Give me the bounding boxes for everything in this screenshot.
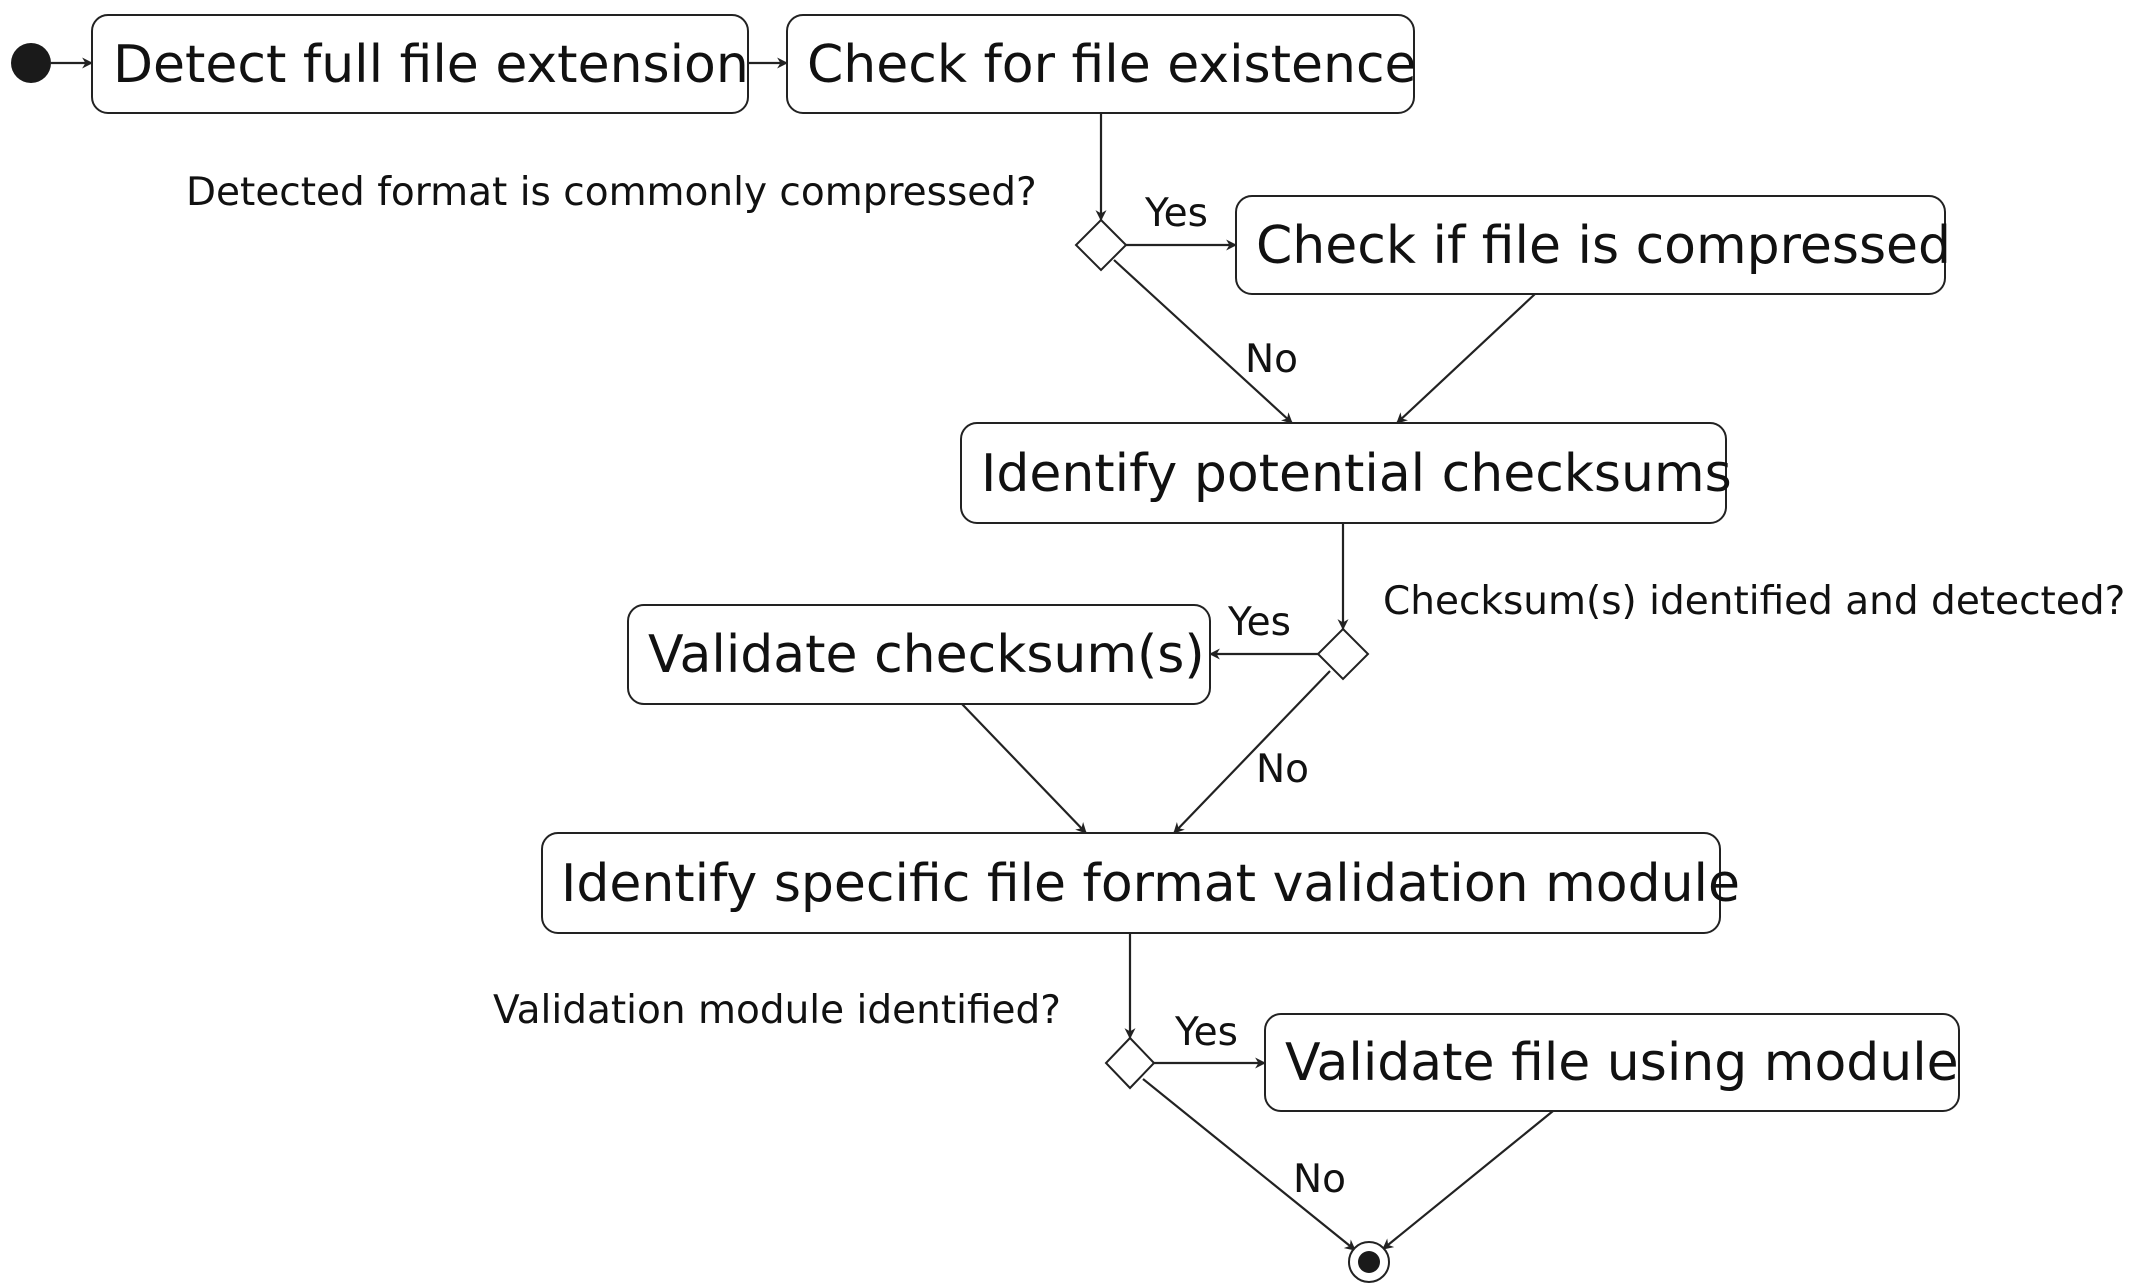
activity-identify-module-label: Identify specific file format validation… xyxy=(561,854,1740,914)
decision-module-question: Validation module identified? xyxy=(493,988,1061,1033)
edge-decision2-no xyxy=(1173,670,1331,834)
activity-identify-checksums: Identify potential checksums xyxy=(960,422,1732,524)
edge-label-compressed-yes: Yes xyxy=(1144,191,1208,236)
activity-check-compressed-label: Check if file is compressed xyxy=(1256,216,1951,276)
edge-label-checksum-no: No xyxy=(1256,747,1309,792)
edge-compressed-to-checksums xyxy=(1396,293,1536,424)
edge-label-module-yes: Yes xyxy=(1174,1010,1238,1055)
activity-check-existence-label: Check for file existence xyxy=(807,35,1417,95)
edge-label-compressed-no: No xyxy=(1245,337,1298,382)
activity-check-existence: Check for file existence xyxy=(786,14,1417,114)
activity-check-compressed: Check if file is compressed xyxy=(1235,195,1951,295)
decision-module-diamond xyxy=(1104,1036,1156,1090)
decision-checksum-question: Checksum(s) identified and detected? xyxy=(1383,579,2125,624)
decision-compressed-diamond xyxy=(1074,218,1128,272)
edge-decision3-no xyxy=(1142,1078,1356,1251)
activity-validate-module-label: Validate file using module xyxy=(1285,1033,1959,1093)
activity-identify-module: Identify specific file format validation… xyxy=(541,832,1740,934)
edges xyxy=(51,57,1554,1251)
activity-validate-checksums-label: Validate checksum(s) xyxy=(648,625,1205,685)
edge-decision1-no xyxy=(1113,259,1293,424)
decision-compressed-question: Detected format is commonly compressed? xyxy=(186,170,1037,215)
activity-identify-checksums-label: Identify potential checksums xyxy=(981,444,1732,504)
edge-validate-checksums-to-module xyxy=(961,703,1087,834)
activity-detect-extension: Detect full file extension xyxy=(91,14,749,114)
end-node xyxy=(1348,1241,1390,1283)
start-node xyxy=(11,43,51,83)
activity-validate-module: Validate file using module xyxy=(1264,1013,1960,1112)
edge-label-module-no: No xyxy=(1293,1157,1346,1202)
edge-label-checksum-yes: Yes xyxy=(1227,600,1291,645)
decision-checksum-diamond xyxy=(1316,627,1370,681)
activity-validate-checksums: Validate checksum(s) xyxy=(627,604,1211,705)
activity-detect-extension-label: Detect full file extension xyxy=(113,35,749,95)
edge-validate-module-to-end xyxy=(1382,1110,1554,1250)
